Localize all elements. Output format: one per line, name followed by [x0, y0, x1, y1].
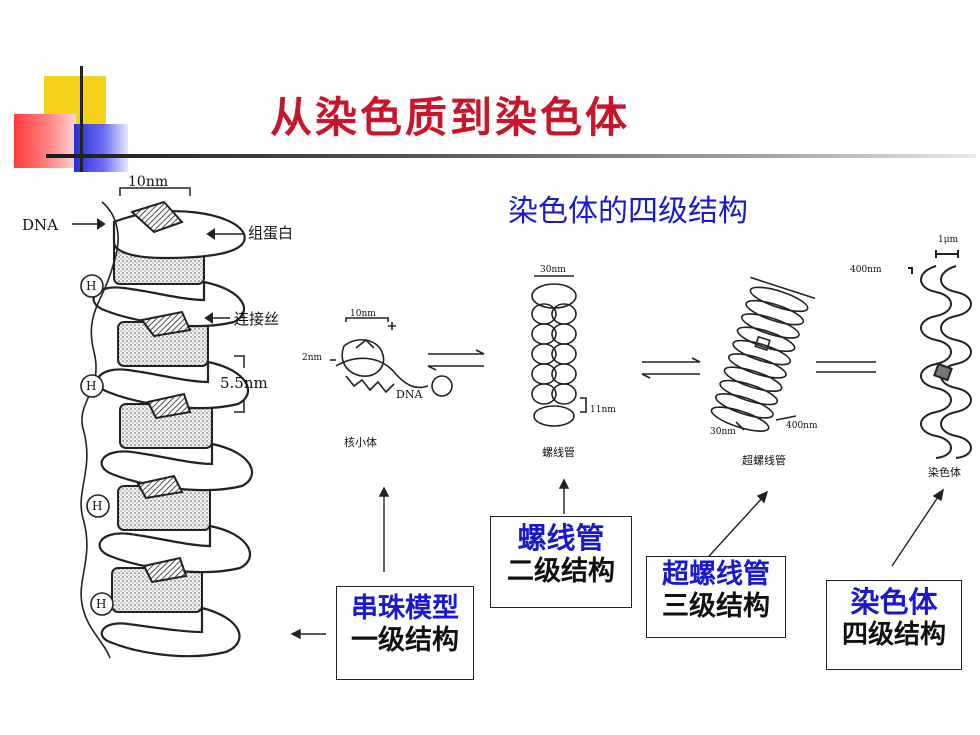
- label-h1: H: [86, 379, 96, 393]
- level-3-label: 三级结构: [662, 591, 770, 623]
- label-400nm: 400nm: [786, 421, 818, 431]
- label-supersolenoid: 超螺线管: [742, 453, 786, 467]
- nucleosome-fiber-illustration: 10nm DNA 组蛋白 连接丝 5.5nm H H H H: [22, 174, 293, 659]
- label-11nm: 11nm: [590, 405, 616, 415]
- label-h1: H: [96, 597, 106, 611]
- h1-histone: [90, 592, 114, 616]
- label-2nm: 2nm: [302, 353, 323, 363]
- decor-red-square: [14, 114, 76, 168]
- label-10nm-small: 10nm: [350, 309, 376, 319]
- label-30nm: 30nm: [540, 265, 566, 275]
- dna-wrap: [98, 524, 251, 574]
- label-nucleosome: 核小体: [344, 435, 377, 449]
- level-2-name: 螺线管: [517, 521, 605, 555]
- dna-wrap: [100, 442, 253, 492]
- solenoid-drawing: [531, 275, 587, 427]
- nucleosome-drawing: [330, 322, 453, 397]
- h1-histone: [80, 374, 104, 398]
- label-histone: 组蛋白: [248, 224, 293, 242]
- dna-wrap: [92, 280, 245, 328]
- dna-wrap: [100, 606, 241, 658]
- label-linker: 连接丝: [234, 310, 279, 328]
- level-1-label: 一级结构: [351, 625, 459, 657]
- level-4-label: 四级结构: [841, 619, 946, 650]
- label-400nm-b: 400nm: [850, 265, 882, 275]
- level-4-name: 染色体: [850, 585, 938, 619]
- level-1-box: 串珠模型 一级结构: [336, 586, 474, 680]
- level-1-name: 串珠模型: [351, 593, 459, 624]
- h1-histone: [86, 494, 110, 518]
- label-solenoid: 螺线管: [542, 445, 575, 459]
- label-h1: H: [92, 499, 102, 513]
- label-chromosome-small: 染色体: [928, 465, 961, 479]
- label-1um: 1μm: [938, 235, 959, 245]
- label-30nm-b: 30nm: [710, 427, 736, 437]
- page-title: 从染色质到染色体: [270, 93, 631, 142]
- title-underline: [46, 154, 976, 158]
- label-dna-small: DNA: [396, 388, 423, 401]
- level-3-box: 超螺线管 三级结构: [646, 556, 786, 638]
- level-3-name: 超螺线管: [662, 559, 770, 590]
- label-h1: H: [86, 279, 96, 293]
- chromatin-hierarchy-illustration: 10nm 2nm DNA 核小体 30nm 11nm 螺线管 30nm 400n…: [302, 235, 972, 479]
- label-10nm: 10nm: [128, 174, 168, 190]
- supersolenoid-drawing: [710, 276, 816, 432]
- level-4-box: 染色体 四级结构: [826, 580, 962, 670]
- level-2-box: 螺线管 二级结构: [490, 516, 632, 608]
- decor-vertical-line: [80, 66, 83, 172]
- h1-histone: [80, 274, 104, 298]
- level-2-label: 二级结构: [507, 555, 615, 587]
- label-dna: DNA: [22, 216, 58, 234]
- page-subtitle: 染色体的四级结构: [508, 194, 748, 229]
- label-5-5nm: 5.5nm: [220, 374, 268, 392]
- decor-blue-square: [74, 124, 128, 172]
- chromosome-drawing: [908, 250, 972, 459]
- dna-wrap: [96, 360, 249, 410]
